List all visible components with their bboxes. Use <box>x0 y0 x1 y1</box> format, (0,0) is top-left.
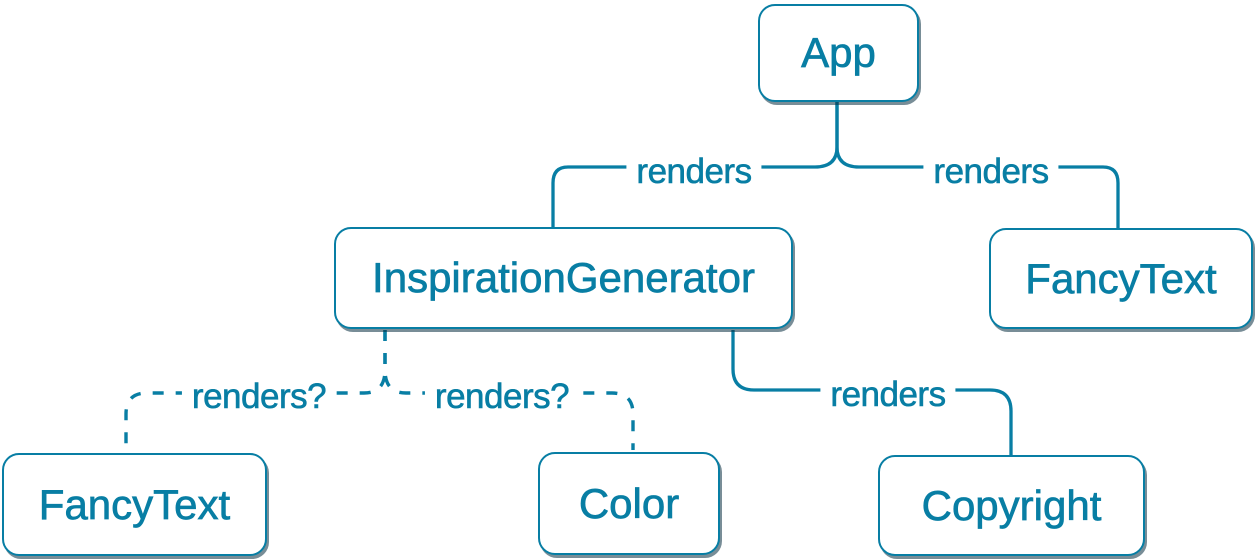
node-fancytext-top-label: FancyText <box>1025 254 1217 302</box>
edge-label-renders-left: renders <box>626 152 762 192</box>
node-app: App <box>758 4 919 102</box>
node-fancytext-bottom-label: FancyText <box>38 480 231 528</box>
edge-label-renders-right: renders <box>923 152 1059 192</box>
node-color: Color <box>538 452 720 555</box>
edge-label-renders-question-mid: renders? <box>424 377 580 417</box>
node-fancytext-bottom: FancyText <box>2 453 267 556</box>
node-copyright: Copyright <box>878 455 1145 556</box>
edge-label-renders-question-left: renders? <box>181 377 337 417</box>
node-color-label: Color <box>578 479 680 527</box>
node-copyright-label: Copyright <box>921 481 1102 529</box>
node-inspiration-generator-label: InspirationGenerator <box>372 254 756 302</box>
edge-label-renders-bottom: renders <box>820 375 956 415</box>
node-app-label: App <box>801 29 876 77</box>
node-fancytext-top: FancyText <box>989 228 1253 329</box>
edge-inspirationgenerator-color <box>383 330 635 450</box>
node-inspiration-generator: InspirationGenerator <box>334 227 793 329</box>
edge-inspirationgenerator-fancytext <box>124 330 387 453</box>
